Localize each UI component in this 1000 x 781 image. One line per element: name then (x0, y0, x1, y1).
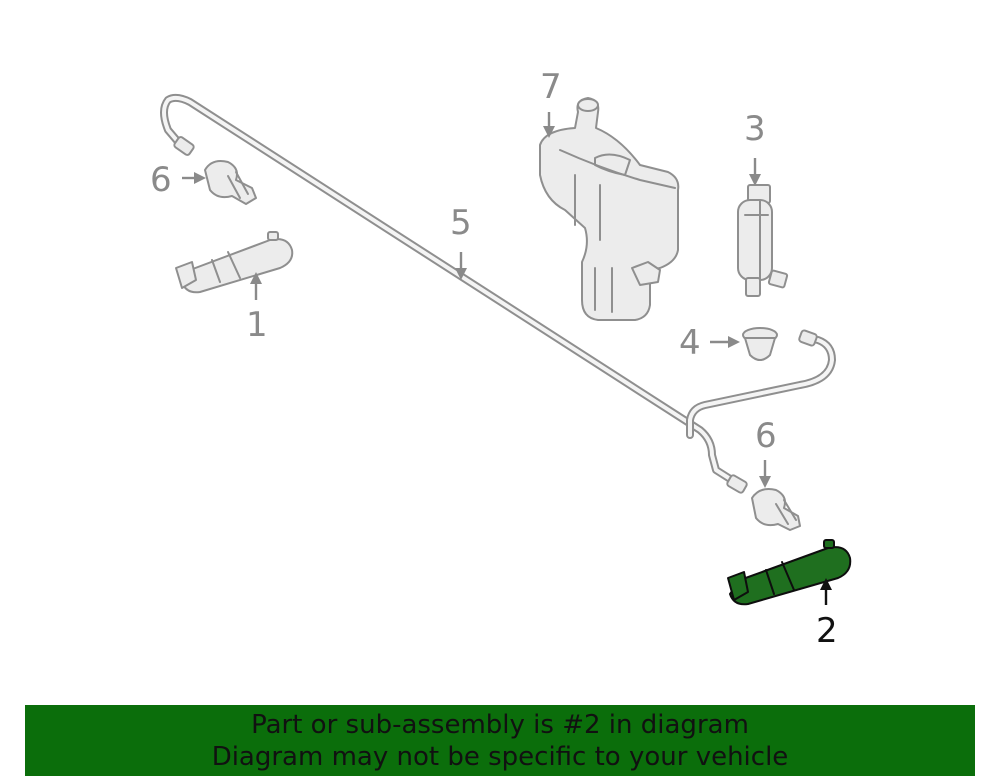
callout-label: 4 (679, 323, 701, 363)
callout-label: 2 (816, 611, 838, 651)
callout-1: 1 (246, 272, 268, 345)
callout-5: 5 (450, 203, 472, 280)
callout-3: 3 (744, 109, 766, 186)
callout-label: 6 (755, 416, 777, 456)
parts-diagram: 1 2 3 4 5 6 6 7 (150, 67, 852, 651)
headlamp-washer-left[interactable] (175, 231, 294, 294)
nozzle-left[interactable] (204, 160, 257, 205)
banner-line-1: Part or sub-assembly is #2 in diagram (251, 710, 749, 740)
callout-7: 7 (540, 67, 562, 138)
nozzle-right[interactable] (751, 488, 801, 531)
info-banner: Part or sub-assembly is #2 in diagram Di… (25, 705, 975, 776)
callout-4: 4 (679, 323, 740, 363)
callout-label: 6 (150, 160, 172, 200)
headlamp-washer-right[interactable] (727, 539, 852, 606)
washer-reservoir[interactable] (539, 97, 680, 321)
callout-label: 5 (450, 203, 472, 243)
pump-grommet[interactable] (742, 327, 778, 361)
banner-line-2: Diagram may not be specific to your vehi… (211, 742, 789, 772)
washer-pump[interactable] (737, 184, 789, 297)
callout-label: 3 (744, 109, 766, 149)
callout-2: 2 (816, 578, 838, 651)
callout-6-left: 6 (150, 160, 206, 200)
callout-6-right: 6 (755, 416, 777, 488)
callout-label: 7 (540, 67, 562, 107)
washer-hose[interactable] (160, 93, 836, 494)
callout-label: 1 (246, 305, 268, 345)
